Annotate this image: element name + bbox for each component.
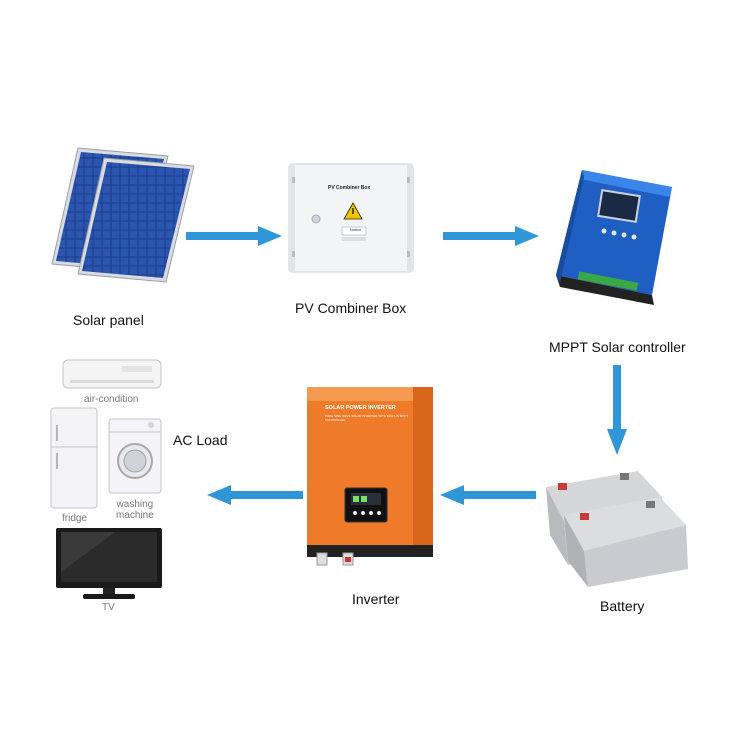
battery-image [540, 465, 690, 590]
solar-panel-image [48, 140, 198, 290]
arrow-down-icon [606, 365, 628, 455]
tv-label: TV [102, 602, 115, 613]
washing-machine-image [108, 418, 162, 494]
combiner-box-image: PV Combiner Box Notice [288, 163, 414, 273]
mppt-controller-label: MPPT Solar controller [549, 339, 686, 355]
ac-load-label: AC Load [173, 432, 228, 448]
inverter-brand: SOLAR POWER INVERTER [325, 405, 396, 411]
washing-machine-label: washing machine [116, 499, 154, 521]
tv-image [55, 527, 163, 603]
solar-panel-label: Solar panel [73, 312, 144, 328]
combiner-box-label: PV Combiner Box [295, 300, 407, 316]
battery-label: Battery [600, 598, 645, 614]
fridge-label: fridge [62, 513, 88, 524]
arrow-left-icon [440, 484, 536, 506]
inverter-subtitle: PURE SINE WAVE SOLAR INVERTER WITH BUILT… [325, 414, 409, 422]
air-conditioner-label: air-condition [84, 394, 139, 405]
inverter-label: Inverter [352, 591, 400, 607]
arrow-right-icon [186, 225, 282, 247]
inverter-image: SOLAR POWER INVERTER PURE SINE WAVE SOLA… [305, 385, 435, 570]
mppt-controller-image [552, 165, 682, 305]
arrow-right-icon [443, 225, 539, 247]
air-conditioner-image [62, 358, 162, 392]
combiner-box-title: PV Combiner Box [328, 185, 371, 191]
combiner-box-notice: Notice [350, 227, 362, 232]
arrow-left-icon [207, 484, 303, 506]
fridge-image [50, 407, 98, 509]
